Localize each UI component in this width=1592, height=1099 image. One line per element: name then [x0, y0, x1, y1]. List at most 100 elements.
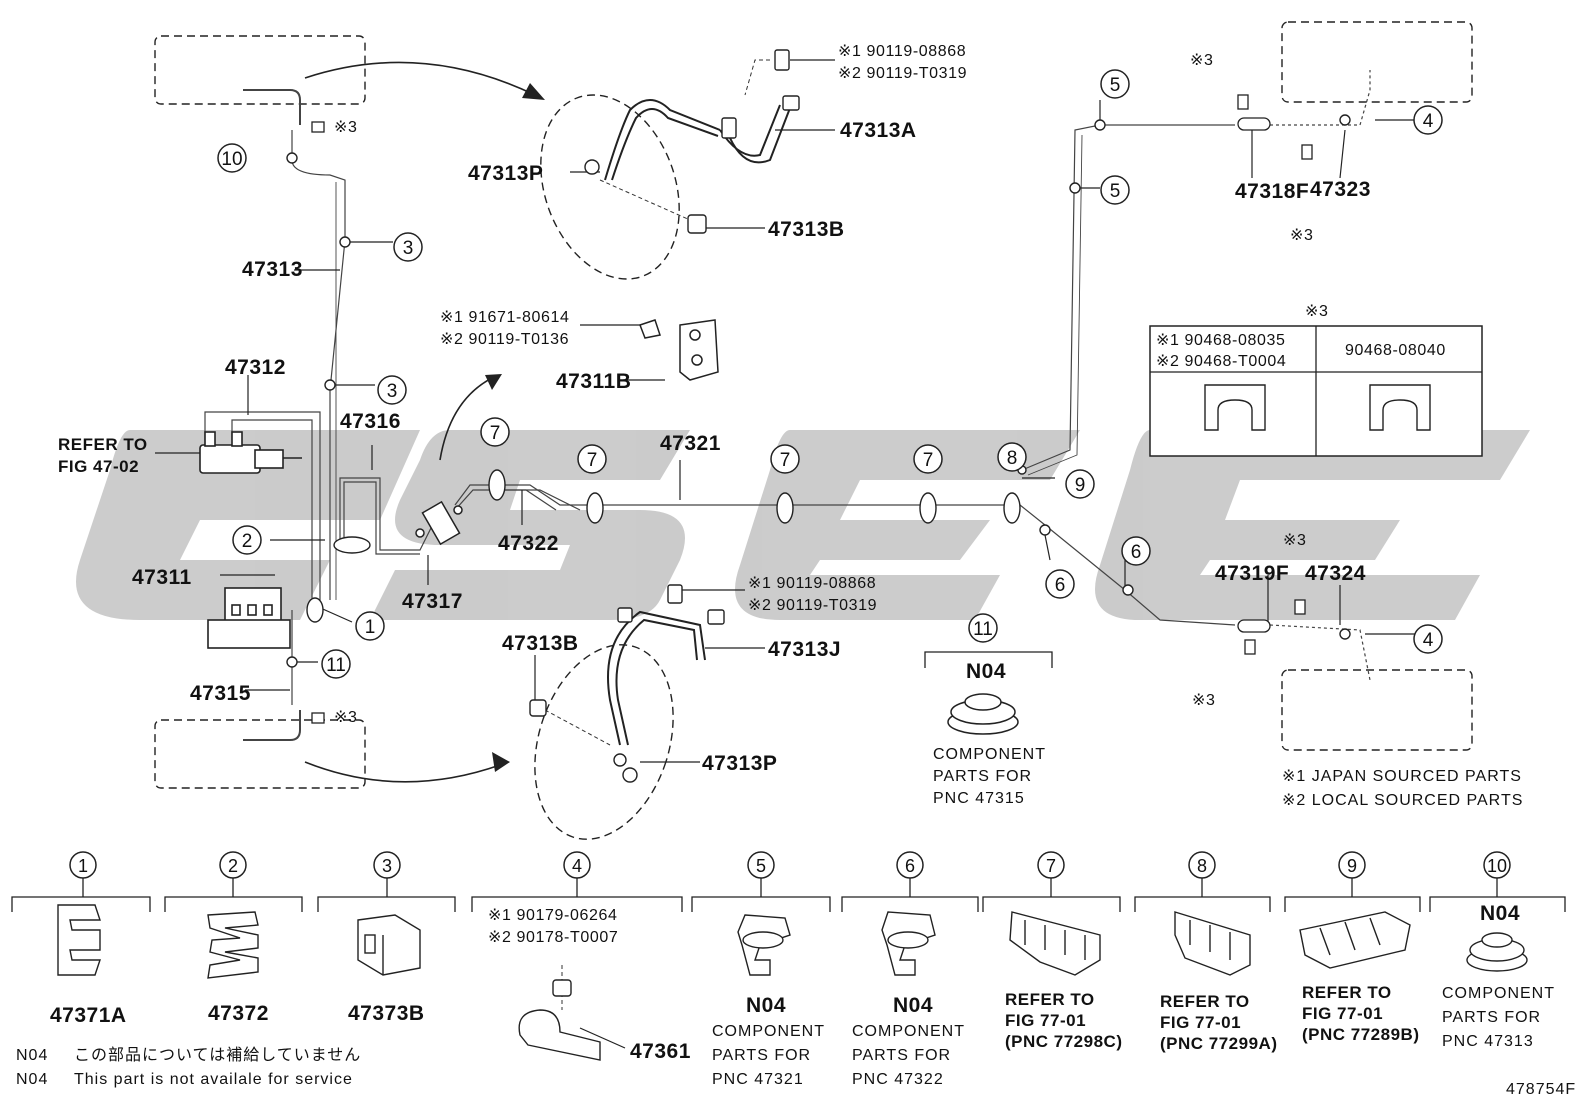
detail-boxes — [154, 21, 1473, 840]
label-47322: 47322 — [498, 532, 559, 555]
part-labels: 47313 47312 47316 47311 47315 47317 4732… — [58, 119, 1371, 775]
legend-japan: ※1 JAPAN SOURCED PARTS — [1282, 768, 1522, 785]
svg-text:PARTS FOR: PARTS FOR — [1442, 1009, 1541, 1026]
label-47313A: 47313A — [840, 119, 917, 142]
bottom-callout-2: 2 — [228, 856, 238, 876]
svg-text:COMPONENT: COMPONENT — [852, 1023, 965, 1040]
bottom-label-47373B: 47373B — [348, 1002, 425, 1025]
svg-text:REFER TO: REFER TO — [1005, 990, 1095, 1009]
label-47313J: 47313J — [768, 638, 841, 661]
clamp-9-icon — [1299, 911, 1411, 969]
svg-text:※3: ※3 — [334, 709, 358, 726]
svg-text:N04: N04 — [16, 1071, 48, 1088]
svg-text:REFER TO: REFER TO — [1302, 983, 1392, 1002]
bottom-callout-3: 3 — [382, 856, 392, 876]
svg-text:3: 3 — [387, 381, 398, 402]
svg-text:※3: ※3 — [1283, 532, 1307, 549]
svg-text:4: 4 — [1423, 630, 1434, 651]
svg-text:COMPONENT: COMPONENT — [1442, 985, 1555, 1002]
code-mid-2: ※2 90119-T0136 — [440, 331, 569, 348]
svg-text:(PNC 77298C): (PNC 77298C) — [1005, 1032, 1123, 1051]
svg-text:4: 4 — [1423, 111, 1434, 132]
svg-text:3: 3 — [403, 238, 414, 259]
label-47316: 47316 — [340, 410, 401, 433]
svg-text:2: 2 — [242, 531, 253, 552]
label-47312: 47312 — [225, 356, 286, 379]
svg-text:10: 10 — [221, 149, 242, 170]
svg-text:REFER TO: REFER TO — [1160, 992, 1250, 1011]
figure-id: 478754F — [1506, 1081, 1576, 1098]
bottom-parts-row: 1 2 3 4 5 6 7 8 9 10 — [11, 851, 1566, 1088]
svg-text:(PNC 77299A): (PNC 77299A) — [1160, 1034, 1278, 1053]
clip-47373B-icon — [357, 914, 421, 976]
svg-text:7: 7 — [490, 423, 501, 444]
svg-text:PNC 47322: PNC 47322 — [852, 1071, 944, 1088]
svg-text:N04: N04 — [893, 994, 933, 1017]
label-47315: 47315 — [190, 682, 251, 705]
svg-text:※3: ※3 — [1290, 227, 1314, 244]
code-clip4-1: ※1 90179-06264 — [488, 907, 617, 924]
bottom-label-47361: 47361 — [630, 1040, 691, 1063]
label-47318F: 47318F — [1235, 180, 1309, 203]
bottom-label-47372: 47372 — [208, 1002, 269, 1025]
svg-text:This part is not availale for: This part is not availale for service — [74, 1071, 353, 1088]
master-cylinder — [199, 431, 302, 474]
grommet-11: N04 COMPONENT PARTS FOR PNC 47315 — [924, 651, 1053, 807]
clip-47372-icon — [207, 911, 259, 979]
svg-text:7: 7 — [923, 450, 934, 471]
clip-47371A-icon — [57, 904, 101, 976]
clip-icon-b — [1369, 384, 1431, 431]
svg-text:PARTS FOR: PARTS FOR — [933, 768, 1032, 785]
watermark-logo — [76, 430, 1530, 620]
pipe-clamps — [306, 469, 1021, 623]
label-47311: 47311 — [132, 566, 192, 589]
label-47311B: 47311B — [556, 370, 631, 393]
svg-text:COMPONENT: COMPONENT — [712, 1023, 825, 1040]
svg-text:※3: ※3 — [1192, 692, 1216, 709]
code-bot-2: ※2 90119-T0319 — [748, 597, 877, 614]
label-47313B-bottom: 47313B — [502, 632, 579, 655]
svg-text:7: 7 — [587, 450, 598, 471]
svg-text:N04: N04 — [746, 994, 786, 1017]
bottom-label-47371A: 47371A — [50, 1004, 127, 1027]
note-3-marks: ※3 ※3 ※3 ※3 ※3 ※3 — [334, 52, 1314, 726]
label-47313: 47313 — [242, 258, 303, 281]
direction-arrows — [304, 61, 536, 783]
svg-text:N04: N04 — [1480, 902, 1520, 925]
bottom-callout-8: 8 — [1197, 856, 1207, 876]
sourced-legend: ※1 JAPAN SOURCED PARTS ※2 LOCAL SOURCED … — [1282, 768, 1522, 809]
bracket-47311B — [639, 319, 719, 381]
clip-table: ※3 ※1 90468-08035 ※2 90468-T0004 90468-0… — [1149, 303, 1483, 457]
clip-5-icon — [737, 914, 791, 976]
code-top-1: ※1 90119-08868 — [838, 43, 966, 60]
label-47321: 47321 — [660, 432, 721, 455]
label-47323: 47323 — [1310, 178, 1371, 201]
svg-text:PARTS FOR: PARTS FOR — [852, 1047, 951, 1064]
callout-circles — [217, 69, 1443, 679]
code-mid-1: ※1 91671-80614 — [440, 309, 569, 326]
clamp-47361-icon — [518, 979, 601, 1061]
svg-text:※3: ※3 — [1305, 303, 1329, 320]
u-clips — [311, 94, 1313, 724]
svg-text:5: 5 — [1110, 181, 1121, 202]
table-col1-line2: ※2 90468-T0004 — [1156, 353, 1286, 370]
svg-text:PNC 47313: PNC 47313 — [1442, 1033, 1534, 1050]
proportioning-valve — [207, 587, 291, 649]
svg-text:9: 9 — [1075, 475, 1086, 496]
bottom-callout-6: 6 — [905, 856, 915, 876]
label-47324: 47324 — [1305, 562, 1366, 585]
svg-text:6: 6 — [1055, 575, 1066, 596]
clamp-7-icon — [1009, 911, 1101, 976]
svg-text:5: 5 — [1110, 75, 1121, 96]
svg-text:11: 11 — [326, 655, 346, 676]
bottom-callout-4: 4 — [572, 856, 582, 876]
label-47317: 47317 — [402, 590, 463, 613]
refer-line-2: FIG 47-02 — [58, 457, 139, 476]
svg-text:8: 8 — [1007, 448, 1018, 469]
bottom-callout-9: 9 — [1347, 856, 1357, 876]
table-col2: 90468-08040 — [1345, 342, 1446, 359]
table-col1-line1: ※1 90468-08035 — [1156, 332, 1285, 349]
label-47313P-top: 47313P — [468, 162, 543, 185]
bottom-callout-10: 10 — [1487, 856, 1507, 876]
